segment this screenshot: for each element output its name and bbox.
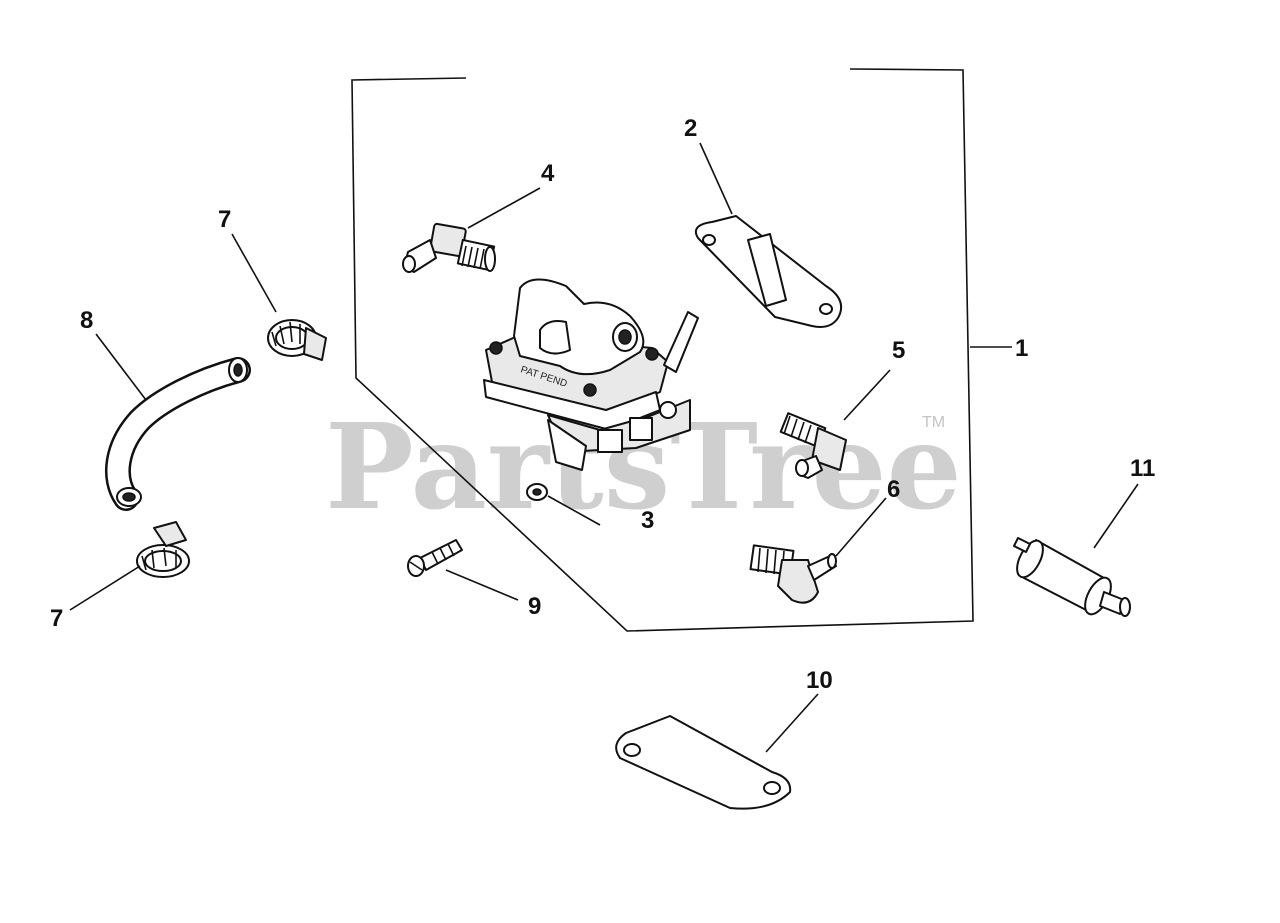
callout-1: 1: [1015, 335, 1028, 362]
cover-gasket-part: [615, 715, 792, 810]
fuel-pump-part: PAT PEND: [483, 278, 699, 471]
callouts: 1 2 3 4 5 6 7 7 8 9 10 11: [50, 115, 1155, 694]
callout-4: 4: [541, 160, 555, 187]
hose-clamp-lower-part: [136, 521, 190, 578]
callout-3: 3: [641, 507, 654, 534]
callout-9: 9: [528, 593, 541, 620]
elbow-fitting-part: [402, 222, 496, 273]
screw-part: [407, 539, 463, 577]
callout-8: 8: [80, 307, 93, 334]
callout-11: 11: [1130, 455, 1155, 482]
callout-2: 2: [684, 115, 697, 142]
gasket-part: [694, 215, 842, 328]
fuel-hose-part: [104, 357, 251, 511]
callout-7-upper: 7: [218, 206, 231, 233]
leader-lines: [69, 142, 1139, 753]
straight-fitting-part: [779, 412, 847, 479]
callout-10: 10: [806, 667, 833, 694]
angled-fitting-part: [749, 544, 837, 604]
assembly-outline: [351, 68, 974, 632]
callout-5: 5: [892, 337, 905, 364]
hose-clamp-upper-part: [267, 319, 327, 361]
watermark-trademark: TM: [922, 414, 945, 431]
callout-6: 6: [887, 476, 900, 503]
callout-7-lower: 7: [50, 605, 63, 632]
washer-part: [526, 483, 548, 501]
fuel-filter-part: [1013, 537, 1131, 617]
